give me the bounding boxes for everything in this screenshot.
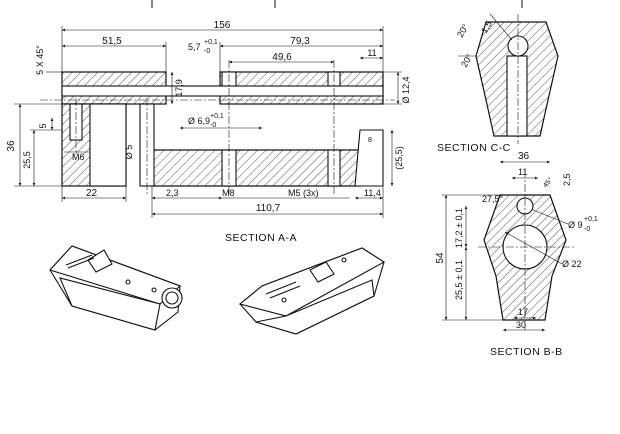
dim-bb-9-tol-lo: -0 <box>584 226 590 233</box>
dim-cc-20b: 20° <box>459 52 475 69</box>
dim-156: 156 <box>214 20 231 31</box>
isometric-view-left <box>49 245 183 331</box>
dim-25-5: 25,5 <box>22 151 32 169</box>
section-aa-view: 156 51,5 79,3 5,7 +0,1 -0 49,6 11 Ø 12,4… <box>6 20 411 244</box>
dim-5: 5 <box>38 123 48 128</box>
dim-36: 36 <box>6 140 17 152</box>
dim-chamfer-5x45: 5 X 45° <box>35 45 45 75</box>
dim-79-3: 79,3 <box>290 36 310 47</box>
section-cc-caption: SECTION C-C <box>437 142 511 154</box>
dim-bb-54: 54 <box>435 252 446 264</box>
dim-bb-17-2: 17,2 ± 0,1 <box>454 208 464 248</box>
section-cc-view: 20° 1,5 20° SECTION C-C <box>437 13 559 154</box>
dim-49-6: 49,6 <box>272 52 292 63</box>
dim-bb-45: 45° <box>541 176 554 189</box>
dim-bb-27-5: 27,5° <box>482 194 504 204</box>
section-bb-view: 36 11 2,5 27,5° 45° 54 17,2 ± 0,1 25,5 ±… <box>435 151 598 358</box>
dim-bb-dia-9: Ø 9 <box>568 220 583 230</box>
dim-bb-9-tol-up: +0,1 <box>584 216 598 223</box>
dim-bb-36: 36 <box>518 151 530 162</box>
dim-11-4: 11,4 <box>364 188 381 198</box>
dim-6-9-tol-lo: -0 <box>210 122 216 129</box>
dim-bb-11: 11 <box>518 167 527 177</box>
dim-bb-30: 30 <box>516 320 526 330</box>
dim-51-5: 51,5 <box>102 36 122 47</box>
dim-17-9: 17,9 <box>174 79 184 97</box>
isometric-view-right <box>238 247 386 335</box>
dim-5-7-tol-lo: -0 <box>204 48 210 55</box>
dim-25-5-ref: (25,5) <box>394 146 404 170</box>
dim-dia-6-9: Ø 6,9 <box>188 116 210 126</box>
dim-8: 8 <box>368 137 372 144</box>
bore-channel <box>61 85 384 97</box>
dim-bb-dia-22: Ø 22 <box>562 259 582 269</box>
dim-11: 11 <box>367 48 376 58</box>
section-aa-caption: SECTION A-A <box>225 232 297 244</box>
dim-6-9-tol-up: +0,1 <box>210 113 224 120</box>
section-bb-caption: SECTION B-B <box>490 346 563 358</box>
dim-m6: M6 <box>72 152 85 162</box>
dim-bb-17: 17 <box>518 307 528 317</box>
dim-m8: M8 <box>222 188 235 198</box>
dim-bb-25-5: 25,5 ± 0,1 <box>454 260 464 300</box>
dim-m5: M5 (3x) <box>288 188 319 198</box>
dim-22: 22 <box>86 188 98 199</box>
dim-5-7-tol-up: +0,1 <box>204 39 218 46</box>
dim-dia-5: Ø 5 <box>124 145 134 160</box>
dim-bb-2-5: 2,5 <box>562 173 572 186</box>
dim-2-3: 2,3 <box>166 188 179 198</box>
dim-dia-12-4: Ø 12,4 <box>401 76 411 103</box>
left-cavity <box>89 103 127 187</box>
dim-5-7: 5,7 <box>188 42 201 52</box>
dim-110-7: 110,7 <box>256 203 281 214</box>
section-cc-slot <box>506 55 528 137</box>
dim-cc-20a: 20° <box>455 22 471 39</box>
